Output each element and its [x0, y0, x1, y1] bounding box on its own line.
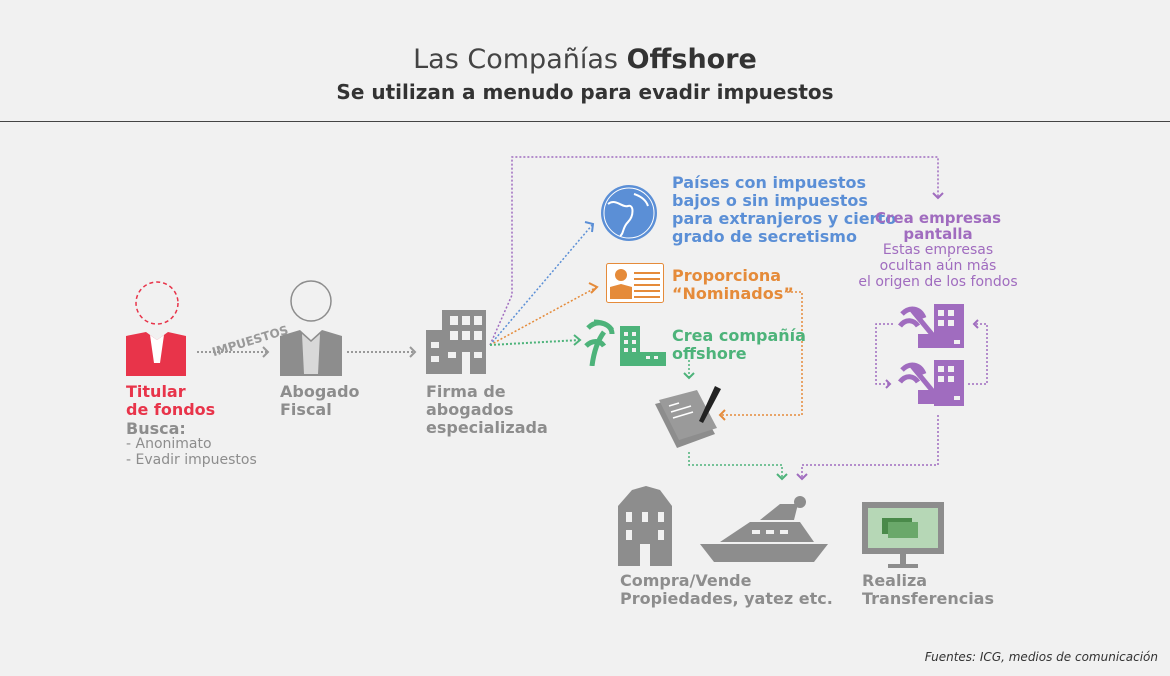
shell-company-icon-2 — [898, 360, 964, 406]
page-subtitle: Se utilizan a menudo para evadir impuest… — [336, 80, 834, 104]
arrow-firma-pantalla — [489, 156, 939, 346]
globe-icon — [601, 185, 657, 241]
arrow-firma-paises — [489, 223, 594, 346]
offshore-palm-building-icon — [584, 319, 666, 366]
arrow-loop-left — [875, 323, 893, 385]
arrow-firma-nominados — [489, 286, 598, 346]
busca-label: Busca: — [126, 419, 186, 438]
person-red-icon — [126, 281, 186, 376]
nominados-label: Proporciona“Nominados” — [672, 266, 794, 303]
source-note: Fuentes: ICG, medios de comunicación — [924, 650, 1158, 664]
arrow-loop-right — [968, 323, 988, 385]
divider — [0, 121, 1170, 122]
busca-list: - Anonimato- Evadir impuestos — [126, 436, 257, 468]
signed-document-icon — [655, 386, 721, 448]
title-bold: Offshore — [626, 44, 757, 75]
arrow-doc-assets — [688, 452, 783, 478]
monitor-money-icon — [862, 502, 944, 568]
id-card-icon — [606, 263, 664, 303]
page-title: Las Compañías Offshore — [0, 44, 1170, 75]
yacht-icon — [700, 496, 828, 562]
lawyer-icon — [280, 280, 342, 376]
shell-company-icon — [898, 304, 964, 348]
title-light: Las Compañías — [413, 44, 618, 75]
house-icon — [618, 486, 672, 566]
arrow-firma-offshore — [489, 339, 581, 346]
office-building-icon — [426, 310, 486, 374]
arrow-nominados-doc — [720, 291, 803, 416]
arrow-pantalla-assets — [801, 415, 939, 478]
impuestos-label: IMPUESTOS — [210, 323, 289, 359]
